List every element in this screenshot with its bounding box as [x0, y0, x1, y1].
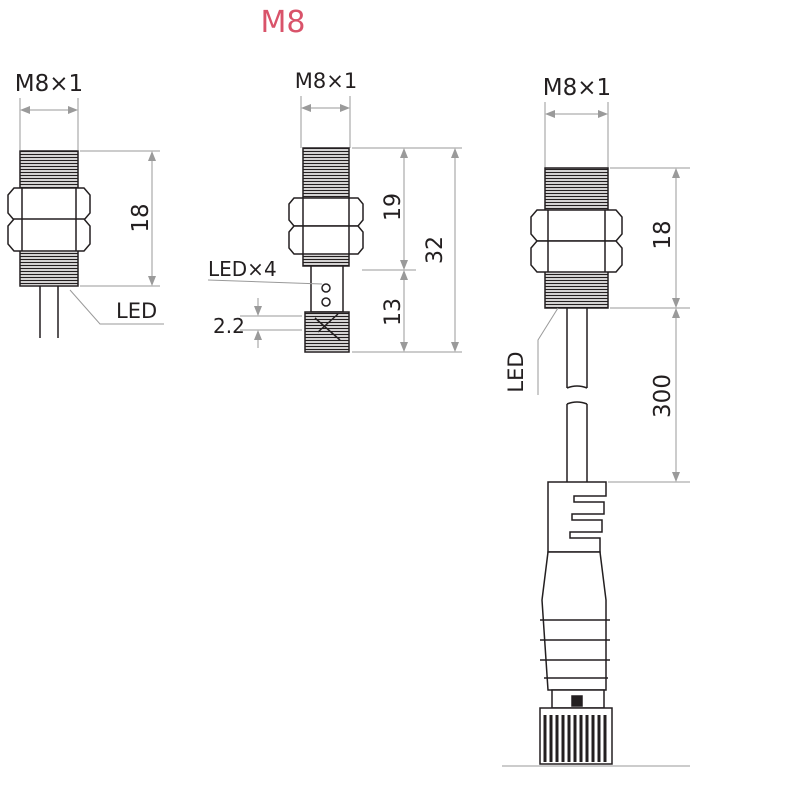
nut-upper [7, 187, 91, 221]
length-label: 18 [650, 220, 676, 249]
thread-dimension [544, 102, 609, 168]
cable-length-label: 300 [650, 374, 676, 418]
total-length-label: 32 [423, 236, 448, 264]
nut-upper [530, 209, 623, 242]
length-dimensions [207, 147, 462, 353]
thread-dimension [300, 96, 351, 148]
thread-label: M8×1 [15, 71, 83, 97]
led-indicator-1 [321, 283, 331, 293]
nut-lower [530, 240, 623, 273]
connector-strain-relief [547, 481, 607, 553]
led-leader [69, 289, 164, 325]
nut-lower [288, 225, 364, 255]
connector-body [541, 551, 607, 691]
sensor-cable [7, 98, 164, 338]
diagram-title: M8 [261, 5, 306, 40]
led-count-label: LED×4 [208, 257, 277, 281]
length-label: 18 [128, 203, 154, 232]
connector-length-label: 13 [381, 298, 406, 326]
sensor-led-pins [207, 96, 462, 353]
thread-dimension [19, 98, 79, 150]
thread-label: M8×1 [543, 75, 611, 101]
nut-upper [288, 197, 364, 227]
cable [39, 286, 59, 338]
led-indicator-2 [321, 297, 331, 307]
nut-lower [7, 218, 91, 252]
led-housing [310, 265, 344, 313]
length-dimension [80, 150, 160, 287]
length-dimensions [537, 167, 690, 483]
thread-length-label: 19 [381, 193, 406, 221]
cable-upper [566, 308, 588, 389]
led-leader [537, 307, 559, 395]
led-label: LED [504, 351, 528, 392]
led-label: LED [116, 299, 157, 323]
cable-lower [566, 401, 588, 482]
sensor-connector-cable [502, 102, 690, 767]
pitch-label: 2.2 [213, 314, 245, 338]
connector-thread [304, 311, 350, 353]
thread-label: M8×1 [295, 69, 357, 93]
